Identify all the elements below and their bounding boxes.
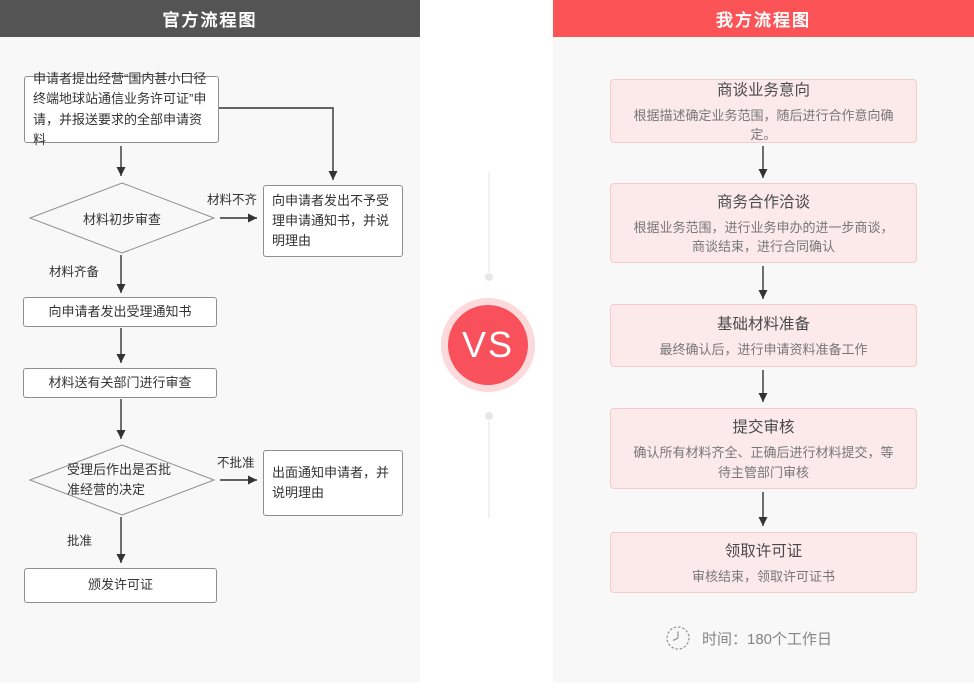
ours-step-desc: 最终确认后，进行申请资料准备工作 [659,341,868,357]
ours-step-desc: 根据描述确定业务范围，随后进行合作意向确定。 [633,107,894,143]
official-step-initial-review: 材料初步审查 [30,184,214,252]
ours-step-desc: 审核结束，领取许可证书 [691,568,835,584]
ours-panel-title: 我方流程图 [716,11,811,30]
ours-step-title: 领取许可证 [724,542,803,560]
official-panel-header: 官方流程图 [0,0,420,37]
ours-step-desc: 确认所有材料齐全、正确后进行材料提交，等待主管部门审核 [633,445,894,480]
ours-panel-header: 我方流程图 [553,0,974,37]
ours-step-title: 商务合作洽谈 [716,193,810,211]
decision-text: 受理后作出是否批准经营的决定 [67,461,172,497]
ours-step-title: 基础材料准备 [716,315,810,333]
official-step-refuse-notice: 出面通知申请者，并说明理由 [263,450,403,516]
accept-notice-text: 向申请者发出受理通知书 [48,303,192,319]
ours-step-negotiation: 商务合作洽谈 根据业务范围，进行业务申办的进一步商谈，商谈结束，进行合同确认 [610,183,917,263]
official-step-apply-text: 申请者提出经营“国内甚小口径终端地球站通信业务许可证”申请，并报送要求的全部申请… [33,71,207,147]
official-step-issue-license: 颁发许可证 [24,568,217,603]
ours-step-title: 商谈业务意向 [716,81,810,99]
ours-step-intent: 商谈业务意向 根据描述确定业务范围，随后进行合作意向确定。 [610,79,917,143]
official-step-decision: 受理后作出是否批准经营的决定 [30,446,214,514]
time-note: 时间：180个工作日 [702,631,833,648]
initial-review-text: 材料初步审查 [82,211,161,227]
branch-label-approved: 批准 [67,534,93,548]
issue-license-text: 颁发许可证 [87,577,153,593]
official-step-dept-review: 材料送有关部门进行审查 [23,368,217,398]
official-step-accept-notice: 向申请者发出受理通知书 [23,297,217,327]
ours-step-materials: 基础材料准备 最终确认后，进行申请资料准备工作 [610,304,917,367]
ours-step-desc: 根据业务范围，进行业务申办的进一步商谈，商谈结束，进行合同确认 [633,219,894,255]
ours-step-title: 提交审核 [732,419,795,436]
branch-label-incomplete: 材料不齐 [207,193,258,207]
vs-label: VS [461,324,515,365]
reject-notice-text: 向申请者发出不予受理申请通知书，并说明理由 [272,192,390,249]
branch-label-complete: 材料齐备 [49,265,100,279]
official-step-reject-notice: 向申请者发出不予受理申请通知书，并说明理由 [263,185,403,257]
branch-label-not-approved: 不批准 [217,456,255,470]
refuse-notice-text: 出面通知申请者，并说明理由 [272,464,390,500]
dept-review-text: 材料送有关部门进行审查 [48,374,192,390]
official-step-apply: 申请者提出经营“国内甚小口径终端地球站通信业务许可证”申请，并报送要求的全部申请… [24,71,219,147]
official-panel-title: 官方流程图 [162,11,258,30]
vs-badge: VS [441,298,535,392]
ours-step-license: 领取许可证 审核结束，领取许可证书 [610,532,917,593]
ours-step-submit: 提交审核 确认所有材料齐全、正确后进行材料提交，等待主管部门审核 [610,408,917,489]
vs-badge-inner: VS [448,305,528,385]
